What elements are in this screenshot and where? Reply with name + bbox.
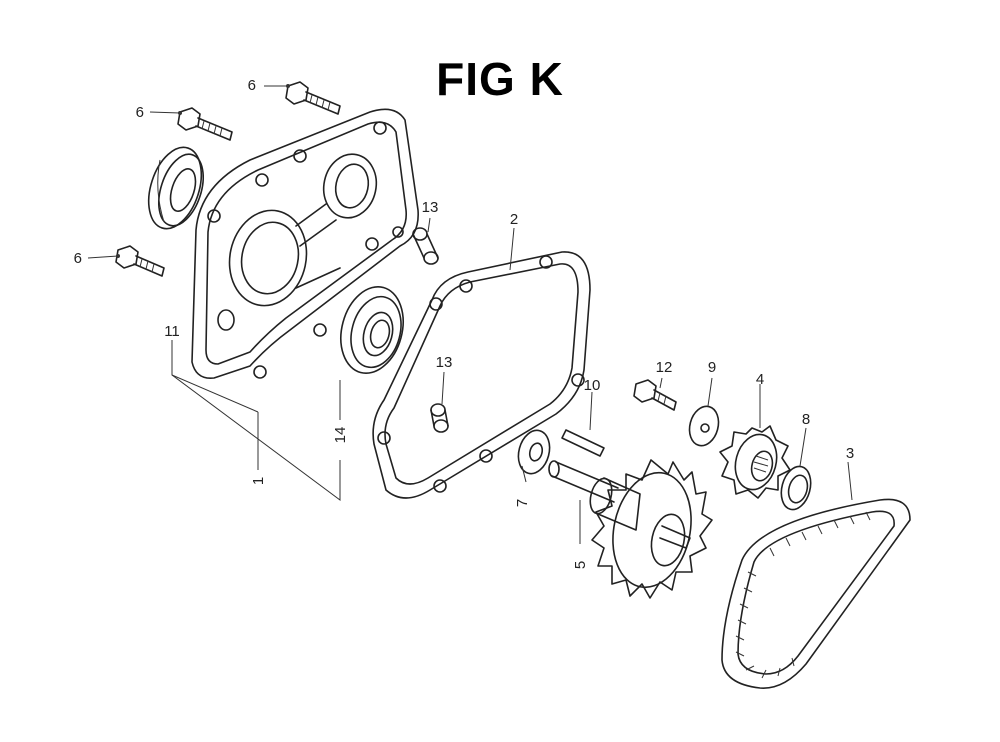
callout-13-upper: 13 [422, 199, 439, 216]
bolt-lower-left [115, 245, 165, 277]
drive-chain [721, 498, 911, 689]
small-seal [780, 465, 812, 511]
washer-7 [517, 429, 551, 475]
bolt-12 [633, 379, 677, 411]
case-cover [191, 108, 419, 379]
callout-6-upper-left: 6 [136, 104, 144, 121]
gasket [372, 251, 591, 499]
callout-1: 1 [250, 477, 267, 485]
callout-7: 7 [514, 499, 531, 507]
callout-11: 11 [164, 323, 180, 340]
callout-13-lower: 13 [436, 354, 453, 371]
callout-3: 3 [846, 445, 854, 462]
callout-2: 2 [510, 211, 518, 228]
callout-9: 9 [708, 359, 716, 376]
callout-6-top: 6 [248, 77, 256, 94]
ball-bearing [340, 285, 404, 375]
callout-8: 8 [802, 411, 810, 428]
callout-10: 10 [584, 377, 601, 394]
key-pin [561, 429, 605, 457]
callout-12: 12 [656, 359, 673, 376]
dowel-pin-upper [412, 227, 439, 265]
oil-seal [147, 146, 204, 230]
callout-labels: 6 6 6 11 1 14 13 13 2 12 9 4 10 8 3 7 5 [74, 77, 855, 569]
figure-title: FIG K [436, 53, 564, 105]
bolt-upper-left [177, 107, 233, 141]
leader-lines [87, 84, 853, 544]
drive-shaft-sprocket [548, 459, 713, 599]
callout-4: 4 [756, 371, 764, 388]
callout-6-lower-left: 6 [74, 250, 82, 267]
washer-9 [688, 405, 720, 447]
callout-14: 14 [332, 427, 349, 444]
callout-5: 5 [572, 561, 589, 569]
bolt-top [285, 81, 341, 115]
small-sprocket [719, 425, 791, 499]
dowel-pin-lower [430, 403, 449, 433]
